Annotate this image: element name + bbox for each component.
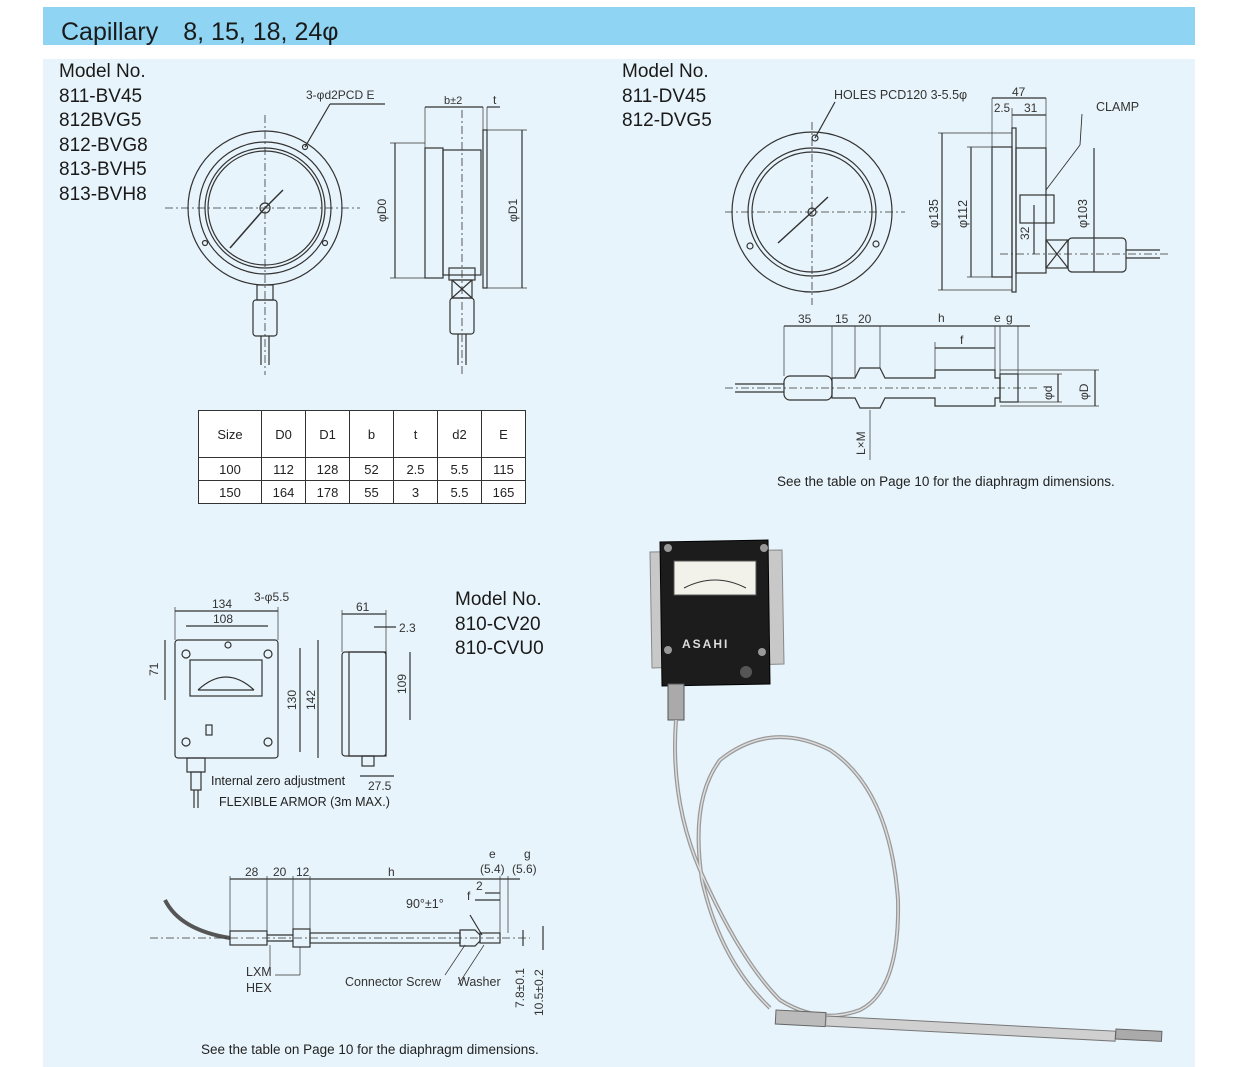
dim-61: 61 [356,600,370,614]
dim-32: 32 [1018,226,1032,240]
dim-15: 15 [835,312,849,326]
dim-7-8: 7.8±0.1 [513,968,527,1008]
dim-phi-D: φD [1077,383,1091,400]
dim-h-c: h [388,865,395,879]
dim-20: 20 [858,312,872,326]
table-cell: 112 [261,457,306,481]
dim-31: 31 [1024,101,1038,115]
model-list-b: Model No. 811-DV45 812-DVG5 [622,60,712,134]
angle-label: 90°±1° [406,897,444,911]
brand-logo: ASAHI [682,637,729,651]
table-cell: 2.5 [393,457,438,481]
table-cell: 165 [481,480,526,504]
model-number: 812-BVG8 [59,134,148,156]
dim-2-3: 2.3 [399,621,416,635]
table-cell: 178 [305,480,350,504]
dim-27-5: 27.5 [368,779,392,793]
model-heading: Model No. [455,589,542,610]
dim-134: 134 [212,597,232,611]
dim-lxm: L×M [854,431,868,455]
dim-112: φ112 [956,200,970,228]
model-number: 811-BV45 [59,85,143,107]
connector-screw-label: Connector Screw [345,975,442,989]
model-list-c: Model No. 810-CV20 810-CVU0 [455,588,544,662]
table-cell: 55 [349,480,394,504]
dim-g: g [1006,311,1013,325]
clamp-label: CLAMP [1096,100,1139,114]
model-number: 813-BVH8 [59,183,147,205]
dim-e: e [994,311,1001,325]
model-number: 813-BVH5 [59,159,147,180]
dim-130: 130 [285,690,299,710]
table-cell: 115 [481,457,526,481]
table-header: E [481,410,526,458]
dim-142: 142 [304,690,318,710]
holes-label: 3-φd2PCD E [306,88,374,102]
model-number: 810-CV20 [455,613,541,635]
dim-holes: 3-φ5.5 [254,590,289,604]
zero-adjust-label: Internal zero adjustment [211,774,346,788]
table-header: D1 [305,410,350,458]
content-panel [43,59,1195,1067]
dim-h: h [938,311,945,325]
dim-28: 28 [245,865,259,879]
size-table: Size D0 D1 b t d2 E 100 112 128 52 2.5 5… [198,410,526,504]
washer-label: Washer [458,975,501,989]
t-label: t [493,93,497,107]
model-number: 812BVG5 [59,110,142,131]
section-header: Capillary 8, 15, 18, 24φ [43,7,1195,46]
dim-12: 12 [296,865,310,879]
section-title: Capillary 8, 15, 18, 24φ [61,18,339,46]
dim-e-c: e [489,847,496,861]
dim-47: 47 [1012,85,1026,99]
dim-108: 108 [213,612,233,626]
table-header: D0 [261,410,306,458]
flex-armor-label: FLEXIBLE ARMOR (3m MAX.) [219,795,390,809]
dim-103: φ103 [1076,199,1090,228]
dim-35: 35 [798,312,812,326]
dim-f-c: f [467,889,471,903]
model-number: 812-DVG5 [622,110,712,131]
table-cell: 3 [393,480,438,504]
table-cell: 164 [261,480,306,504]
lxm-label: LXM [246,965,272,979]
table-header: Size [198,410,262,458]
table-cell: 5.5 [437,480,482,504]
dim-f: f [960,333,964,347]
model-number: 811-DV45 [622,85,707,107]
table-header: t [393,410,438,458]
dim-5-4: (5.4) [480,862,505,876]
dim-g-c: g [524,847,531,861]
note-c: See the table on Page 10 for the diaphra… [201,1042,539,1057]
model-number: 810-CVU0 [455,638,544,659]
dim-10-5: 10.5±0.2 [532,969,546,1016]
dim-phi-d: φd [1041,386,1055,400]
hex-label: HEX [246,981,272,995]
model-heading: Model No. [622,61,709,82]
dim-2-c: 2 [476,879,483,893]
dim-20-c: 20 [273,865,287,879]
table-row: 150 164 178 55 3 5.5 165 [198,480,526,504]
note-b: See the table on Page 10 for the diaphra… [777,474,1115,489]
b-label: b±2 [444,95,462,107]
model-list-a: Model No. 811-BV45 812BVG5 812-BVG8 813-… [59,60,148,207]
model-heading: Model No. [59,61,146,82]
dim-135: φ135 [927,199,941,228]
holes-label-b: HOLES PCD120 3-5.5φ [834,88,967,102]
d0-label: φD0 [375,199,389,222]
table-cell: 150 [198,480,262,504]
d1-label: φD1 [506,199,520,222]
dim-71: 71 [147,662,161,676]
dim-2-5: 2.5 [994,103,1010,115]
dim-109: 109 [395,674,409,694]
dim-5-6: (5.6) [512,862,537,876]
